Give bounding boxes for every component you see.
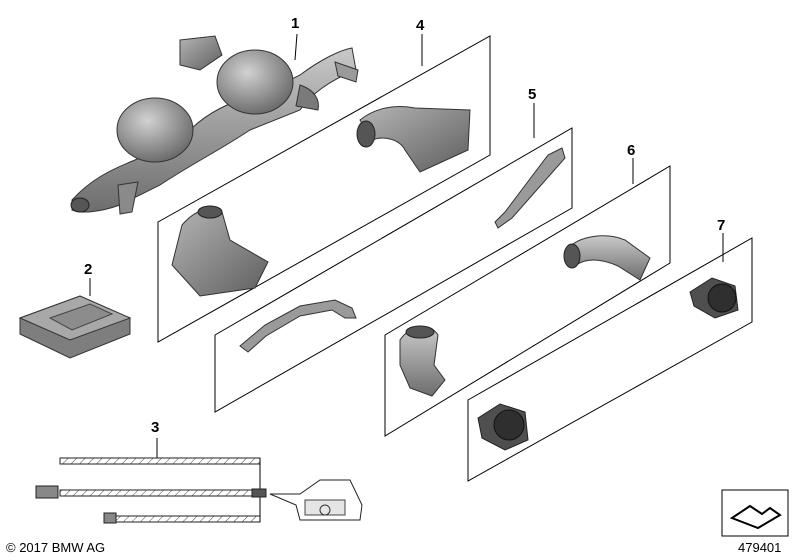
part-5-bracket-upper xyxy=(494,147,566,229)
part-4-tailpipe-trim-lower xyxy=(171,205,269,297)
panel-7 xyxy=(467,237,753,482)
part-1-rear-silencer xyxy=(70,35,359,215)
panel-5 xyxy=(214,127,573,413)
copyright-text: © 2017 BMW AG xyxy=(6,540,106,555)
panel-6 xyxy=(384,165,671,437)
part-4-tailpipe-trim-upper xyxy=(356,106,471,173)
callout-5: 5 xyxy=(528,86,537,103)
document-number: 479401 xyxy=(738,540,782,555)
callout-2: 2 xyxy=(84,261,93,278)
part-6-pipe-upper xyxy=(563,235,651,281)
part-7-tailpipe-tip-upper xyxy=(689,277,739,319)
part-5-bracket-lower xyxy=(239,299,357,353)
callout-1: 1 xyxy=(291,15,300,32)
callout-3: 3 xyxy=(151,419,160,436)
part-3-wiring-harness xyxy=(35,457,363,524)
orientation-symbol xyxy=(721,489,789,537)
panel-4 xyxy=(157,35,491,343)
part-2-control-unit xyxy=(18,295,132,359)
leader-1 xyxy=(294,33,298,61)
part-6-pipe-lower xyxy=(399,325,446,397)
callout-6: 6 xyxy=(627,142,636,159)
callout-4: 4 xyxy=(416,17,425,34)
callout-7: 7 xyxy=(717,217,726,234)
part-7-tailpipe-tip-lower xyxy=(477,403,529,451)
